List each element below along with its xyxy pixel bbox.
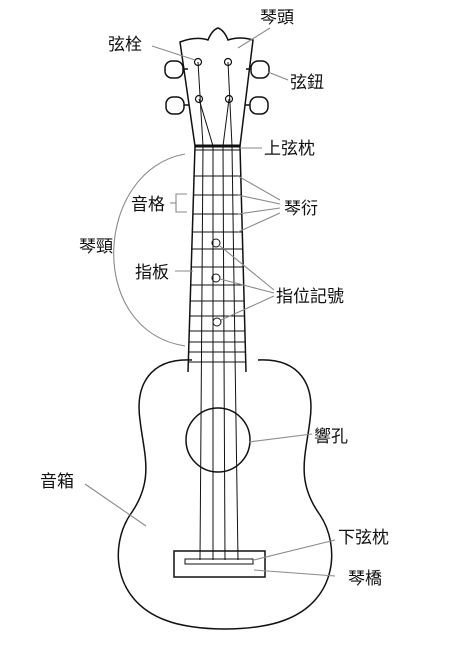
strings — [197, 61, 239, 561]
neck-shape — [187, 145, 247, 373]
label-body: 音箱 — [40, 472, 74, 492]
tuning-knobs — [164, 60, 270, 115]
headstock-shape — [179, 27, 254, 147]
frets-group — [188, 175, 246, 363]
label-position-markers: 指位記號 — [276, 287, 344, 307]
label-fret: 琴衍 — [284, 199, 318, 219]
label-sound-hole: 響孔 — [314, 427, 348, 447]
label-saddle: 下弦枕 — [338, 528, 389, 548]
position-marker-2 — [211, 273, 221, 283]
position-marker-1 — [211, 238, 221, 248]
label-neck: 琴頸 — [79, 237, 113, 257]
saddle-shape — [184, 558, 254, 565]
label-fret-space: 音格 — [131, 195, 165, 215]
label-tuning-knob: 弦鈕 — [290, 73, 324, 93]
position-marker-3 — [212, 317, 222, 327]
bridge-shape — [173, 550, 266, 578]
ukulele-body — [117, 359, 333, 630]
label-nut: 上弦枕 — [264, 139, 315, 159]
label-fingerboard: 指板 — [135, 263, 169, 283]
sound-hole — [185, 407, 251, 473]
label-tuning-peg: 弦栓 — [108, 35, 142, 55]
label-bridge: 琴橋 — [348, 569, 382, 589]
label-headstock: 琴頭 — [260, 8, 294, 28]
leader-lines — [84, 27, 336, 577]
